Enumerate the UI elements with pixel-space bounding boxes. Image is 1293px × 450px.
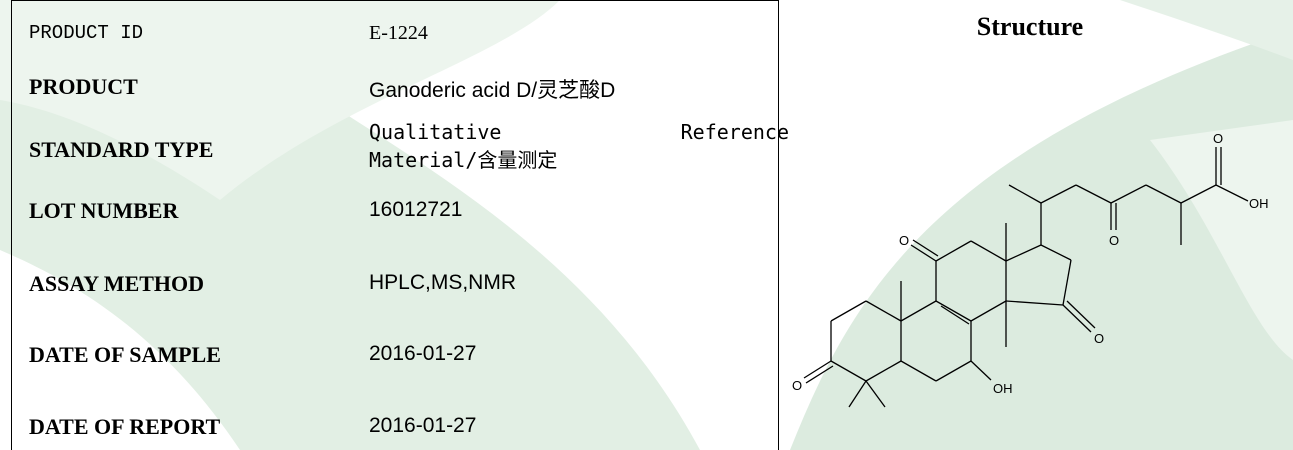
atom-label-oh26: OH: [1249, 196, 1269, 211]
value-standard-type-word1: Qualitative: [369, 120, 502, 144]
atom-label-o23: O: [1109, 233, 1119, 248]
label-date-of-sample: DATE OF SAMPLE: [29, 342, 221, 367]
label-product: PRODUCT: [29, 74, 138, 99]
value-lot-number: 16012721: [369, 198, 463, 221]
structure-title: Structure: [976, 12, 1084, 41]
bond-lines: [803, 147, 1249, 408]
table-border-left: [11, 0, 12, 450]
value-product: Ganoderic acid D/灵芝酸D: [369, 79, 616, 102]
column-divider: [778, 0, 779, 450]
value-standard-type: Qualitative Reference Material/含量测定: [369, 118, 789, 174]
label-lot-number: LOT NUMBER: [29, 198, 179, 223]
atom-label-o15: O: [1094, 331, 1104, 346]
label-product-id: PRODUCT ID: [29, 22, 144, 44]
label-standard-type: STANDARD TYPE: [29, 137, 214, 162]
value-assay-method: HPLC,MS,NMR: [369, 271, 517, 294]
label-assay-method: ASSAY METHOD: [29, 271, 205, 296]
atom-label-oh7: OH: [993, 381, 1013, 396]
value-standard-type-line2: Material/含量测定: [369, 148, 558, 172]
value-product-id: E-1224: [369, 22, 428, 44]
value-standard-type-word2: Reference: [680, 120, 789, 144]
value-date-of-sample: 2016-01-27: [369, 342, 477, 365]
atom-label-o11: O: [899, 233, 909, 248]
atom-labels: O OH O O O O OH: [792, 131, 1269, 396]
atom-label-o3: O: [792, 378, 802, 393]
chemical-structure-diagram: O OH O O O O OH: [792, 131, 1269, 408]
label-date-of-report: DATE OF REPORT: [29, 414, 221, 439]
table-border-top: [11, 0, 778, 1]
atom-label-o26: O: [1213, 131, 1223, 146]
value-date-of-report: 2016-01-27: [369, 414, 477, 437]
report-table: PRODUCT ID E-1224 PRODUCT Ganoderic acid…: [11, 0, 1293, 450]
